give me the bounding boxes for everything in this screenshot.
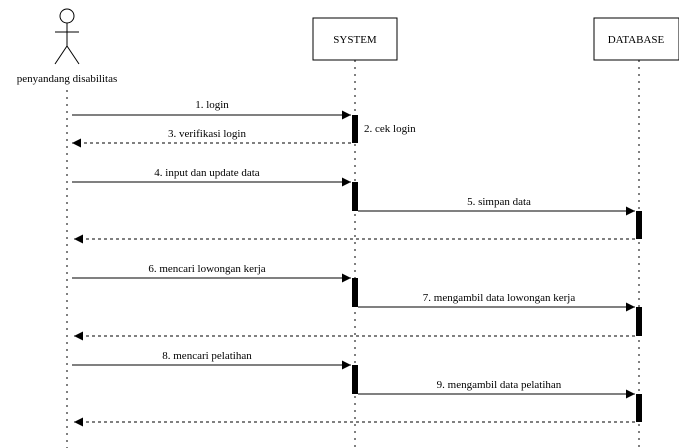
actor-stick-figure-icon — [54, 8, 80, 65]
system-activation-bar — [352, 115, 358, 143]
message-label: 3. verifikasi login — [168, 128, 246, 140]
database-activation-bar — [636, 211, 642, 239]
message-label: 6. mencari lowongan kerja — [148, 263, 265, 275]
system-box — [312, 17, 398, 61]
database-activation-bar — [636, 394, 642, 422]
system-activation-bar — [352, 365, 358, 394]
message-label: 7. mengambil data lowongan kerja — [423, 292, 576, 304]
actor-label: penyandang disabilitas — [17, 73, 118, 85]
message-label: 2. cek login — [364, 123, 416, 135]
message-label: 1. login — [195, 99, 229, 111]
message-label: 8. mencari pelatihan — [162, 350, 252, 362]
database-label: DATABASE — [608, 34, 665, 46]
message-label: 4. input dan update data — [154, 167, 260, 179]
database-box — [593, 17, 679, 61]
system-activation-bar — [352, 278, 358, 307]
message-label: 5. simpan data — [467, 196, 531, 208]
message-label: 9. mengambil data pelatihan — [437, 379, 562, 391]
system-activation-bar — [352, 182, 358, 211]
system-label: SYSTEM — [333, 34, 377, 46]
database-activation-bar — [636, 307, 642, 336]
